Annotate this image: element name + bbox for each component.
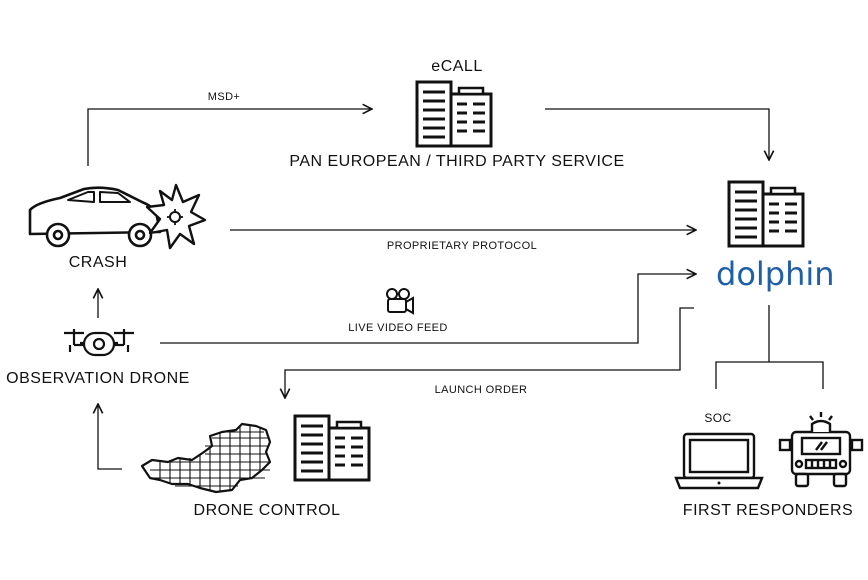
launch-order-label: LAUNCH ORDER <box>434 384 528 396</box>
proprietary-protocol-label: PROPRIETARY PROTOCOL <box>386 240 538 252</box>
austria-map-icon <box>140 422 272 494</box>
msd-arrow <box>87 109 372 166</box>
ecall-to-dolphin-arrow <box>545 108 769 160</box>
ecall-label: eCALL <box>431 58 483 75</box>
soc-label: SOC <box>704 411 732 425</box>
drone-icon <box>64 329 134 357</box>
building-icon <box>415 80 493 148</box>
drone-control-label: DRONE CONTROL <box>193 502 341 519</box>
live-video-feed-label: LIVE VIDEO FEED <box>348 322 448 334</box>
video-camera-icon <box>386 288 414 315</box>
msd-label: MSD+ <box>207 91 241 103</box>
car-icon <box>28 186 162 248</box>
explosion-icon <box>145 183 207 250</box>
crash-label: CRASH <box>68 254 128 271</box>
laptop-icon <box>674 432 764 490</box>
dolphin-split-lines <box>715 305 824 389</box>
live-video-feed-arrow <box>160 274 696 344</box>
building-icon <box>727 180 805 248</box>
building-icon <box>293 414 371 482</box>
dolphin-logo: dolphin <box>716 255 835 293</box>
control-to-drone-arrow <box>98 404 122 470</box>
pan-service-label: PAN EUROPEAN / THIRD PARTY SERVICE <box>289 153 625 170</box>
launch-order-arrow <box>285 307 694 398</box>
observation-drone-label: OBSERVATION DRONE <box>6 370 190 387</box>
fire-truck-icon <box>778 412 864 488</box>
first-responders-label: FIRST RESPONDERS <box>682 502 854 519</box>
